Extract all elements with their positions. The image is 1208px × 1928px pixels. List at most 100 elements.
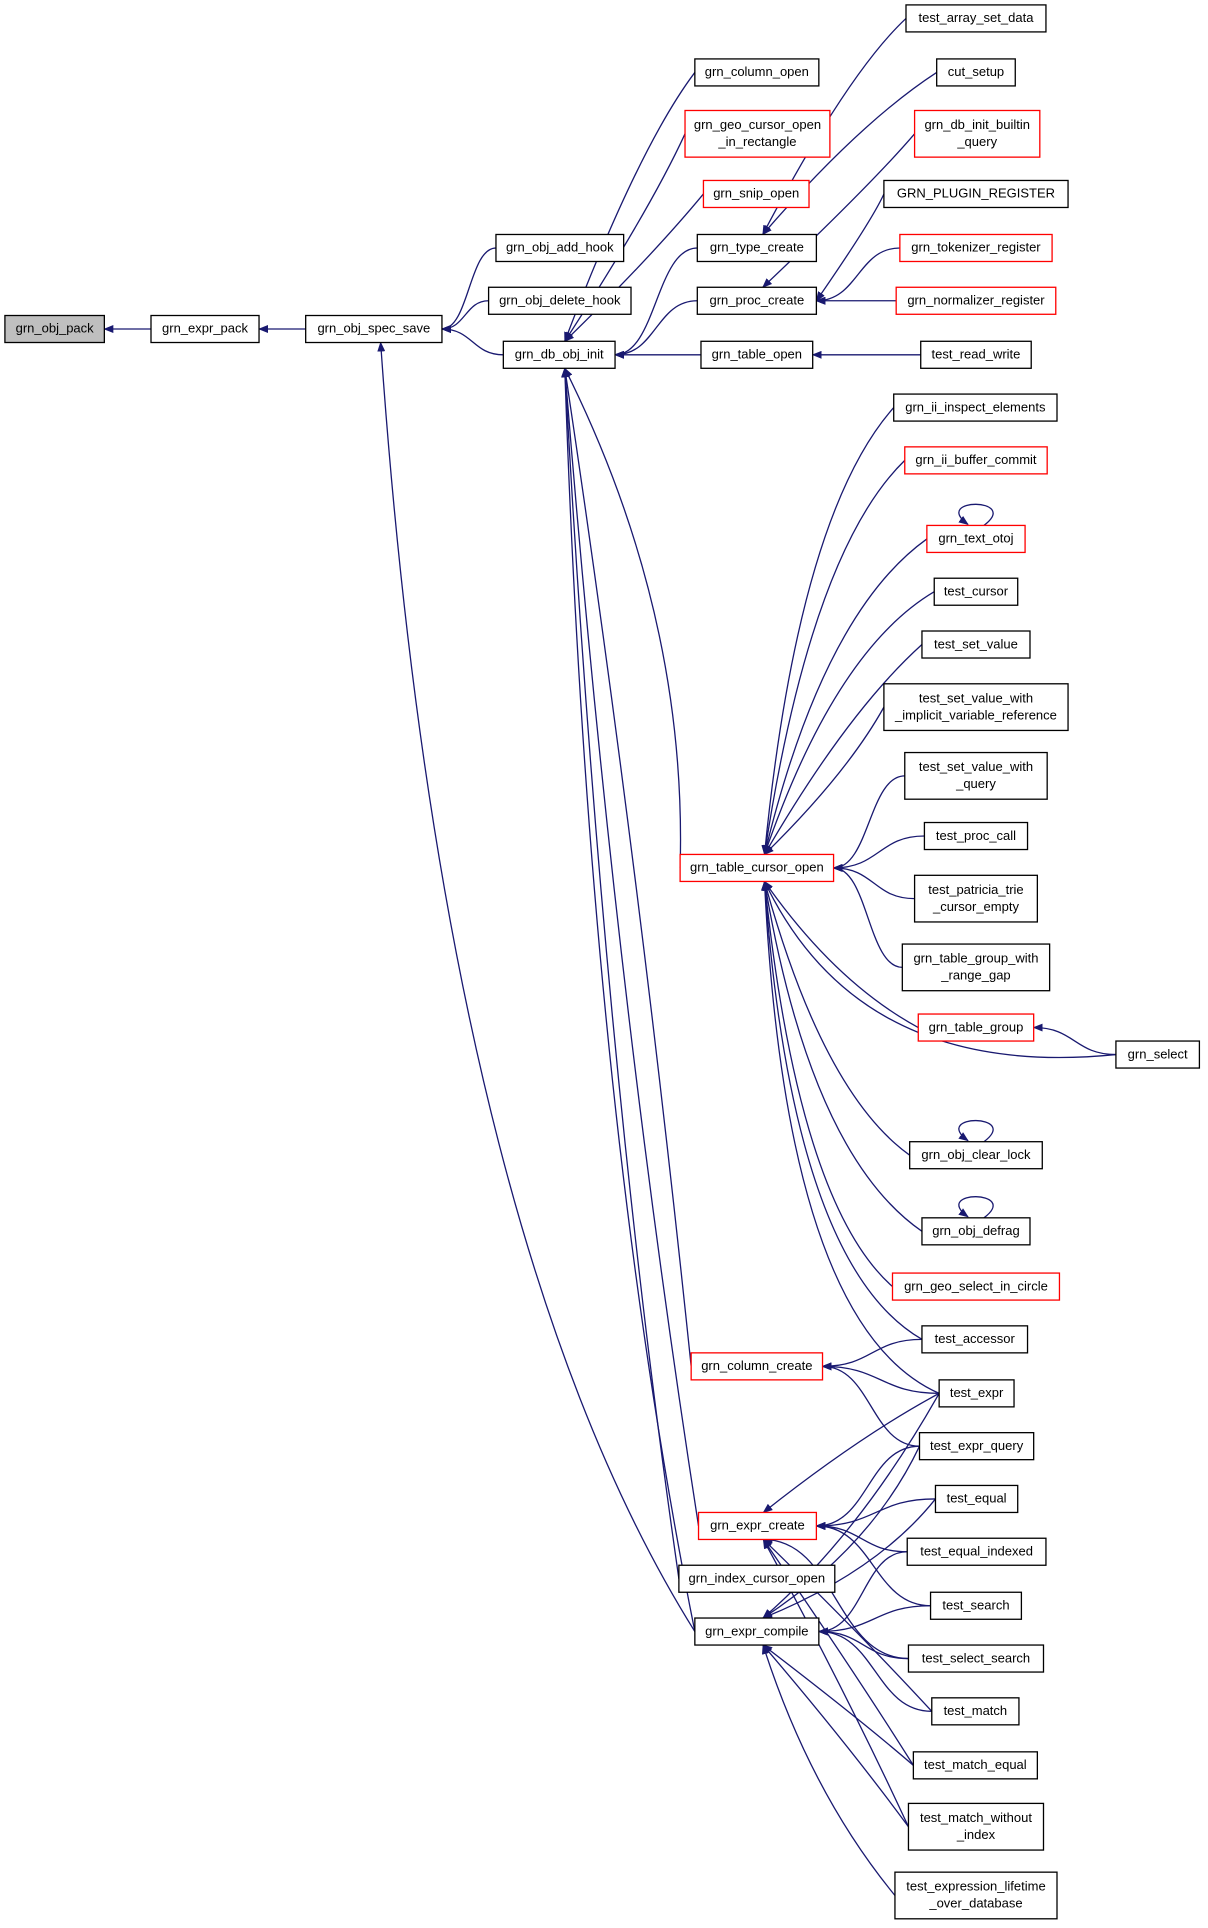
node-grn-obj-clear-lock[interactable]: grn_obj_clear_lock bbox=[909, 1141, 1043, 1170]
node-label: test_equal_indexed bbox=[920, 1543, 1033, 1558]
node-test-match[interactable]: test_match bbox=[931, 1697, 1020, 1726]
call-edge bbox=[761, 880, 923, 1340]
node-label: test_patricia_trie bbox=[928, 882, 1023, 897]
call-edge bbox=[762, 133, 916, 288]
node-box bbox=[4, 314, 105, 344]
node-box bbox=[700, 340, 814, 369]
node-box bbox=[936, 58, 1016, 87]
node-test-cursor[interactable]: test_cursor bbox=[933, 577, 1019, 606]
node-test-expr[interactable]: test_expr bbox=[938, 1379, 1015, 1408]
node-test-set-value-with-query[interactable]: test_set_value_with_query bbox=[904, 751, 1048, 800]
node-grn-normalizer-register[interactable]: grn_normalizer_register bbox=[895, 286, 1057, 315]
call-edge bbox=[762, 1644, 914, 1766]
node-box bbox=[495, 233, 625, 263]
call-edge bbox=[815, 247, 900, 305]
call-edge bbox=[614, 247, 698, 359]
node-label: grn_column_open bbox=[705, 64, 809, 79]
node-grn-obj-defrag[interactable]: grn_obj_defrag bbox=[921, 1217, 1031, 1246]
node-label: _query bbox=[955, 776, 996, 791]
node-test-match-without-index[interactable]: test_match_without _index bbox=[907, 1802, 1045, 1851]
node-grn-table-group-with[interactable]: grn_table_group_with_range_gap bbox=[901, 943, 1051, 992]
node-grn-snip-open[interactable]: grn_snip_open bbox=[702, 179, 810, 209]
node-label: test_search bbox=[942, 1597, 1009, 1612]
node-grn-column-create[interactable]: grn_column_create bbox=[690, 1352, 824, 1381]
node-test-equal[interactable]: test_equal bbox=[934, 1484, 1019, 1514]
call-edge bbox=[440, 247, 497, 333]
call-edge bbox=[763, 644, 923, 856]
node-box bbox=[906, 1537, 1047, 1566]
node-box bbox=[702, 179, 810, 209]
node-grn-proc-create[interactable]: grn_proc_create bbox=[696, 286, 818, 315]
call-edge bbox=[832, 835, 925, 872]
call-edge bbox=[763, 706, 885, 856]
call-edge bbox=[815, 1498, 936, 1530]
node-test-expression-lifetime[interactable]: test_expression_lifetime_over_database bbox=[894, 1871, 1058, 1920]
call-edge bbox=[762, 1393, 940, 1619]
node-test-proc-call[interactable]: test_proc_call bbox=[923, 821, 1029, 851]
node-grn-plugin-register[interactable]: GRN_PLUGIN_REGISTER bbox=[883, 179, 1069, 209]
node-grn-expr-pack[interactable]: grn_expr_pack bbox=[150, 314, 260, 344]
node-test-accessor[interactable]: test_accessor bbox=[921, 1325, 1029, 1354]
call-edge bbox=[762, 1538, 933, 1712]
node-grn-geo-select-in-circle[interactable]: grn_geo_select_in_circle bbox=[891, 1272, 1061, 1301]
node-label: grn_geo_cursor_open bbox=[694, 117, 821, 132]
call-edge bbox=[763, 880, 911, 1156]
node-label: grn_obj_defrag bbox=[932, 1223, 1019, 1238]
node-grn-tokenizer-register[interactable]: grn_tokenizer_register bbox=[899, 233, 1053, 263]
node-label: test_match_without bbox=[920, 1810, 1032, 1825]
node-grn-select[interactable]: grn_select bbox=[1115, 1040, 1201, 1069]
node-grn-obj-spec-save[interactable]: grn_obj_spec_save bbox=[305, 314, 443, 344]
node-grn-index-cursor-open[interactable]: grn_index_cursor_open bbox=[678, 1564, 836, 1593]
node-box bbox=[904, 751, 1048, 800]
node-grn-text-otoj[interactable]: grn_text_otoj bbox=[926, 524, 1026, 554]
node-test-set-value[interactable]: test_set_value bbox=[921, 630, 1031, 659]
node-test-patricia-trie[interactable]: test_patricia_trie_cursor_empty bbox=[913, 874, 1039, 923]
node-grn-geo-cursor-open[interactable]: grn_geo_cursor_open _in_rectangle bbox=[684, 109, 831, 158]
node-test-expr-query[interactable]: test_expr_query bbox=[918, 1432, 1035, 1461]
node-grn-ii-buffer-commit[interactable]: grn_ii_buffer_commit bbox=[904, 446, 1048, 475]
call-edge bbox=[817, 1605, 931, 1636]
call-edge bbox=[958, 503, 994, 526]
node-grn-table-cursor-open[interactable]: grn_table_cursor_open bbox=[679, 853, 835, 883]
node-grn-obj-delete-hook[interactable]: grn_obj_delete_hook bbox=[487, 286, 632, 315]
node-label: _index bbox=[956, 1827, 996, 1842]
node-grn-db-init-builtin-query[interactable]: grn_db_init_builtin_query bbox=[913, 109, 1041, 158]
call-edge bbox=[817, 1551, 908, 1636]
node-grn-table-open[interactable]: grn_table_open bbox=[700, 340, 814, 369]
node-label: _over_database bbox=[928, 1896, 1022, 1911]
node-label: test_set_value bbox=[934, 636, 1018, 651]
node-label: grn_ii_inspect_elements bbox=[905, 399, 1046, 414]
edge-layer bbox=[103, 17, 1116, 1896]
node-label: _query bbox=[956, 134, 997, 149]
node-grn-obj-pack[interactable]: grn_obj_pack bbox=[4, 314, 105, 344]
node-test-equal-indexed[interactable]: test_equal_indexed bbox=[906, 1537, 1047, 1566]
node-box bbox=[918, 1432, 1035, 1461]
node-test-set-value-with-implicit[interactable]: test_set_value_with_implicit_variable_re… bbox=[883, 683, 1069, 732]
node-box bbox=[696, 233, 818, 263]
node-grn-table-group[interactable]: grn_table_group bbox=[917, 1013, 1035, 1042]
call-edge bbox=[762, 1445, 921, 1619]
node-box bbox=[926, 524, 1026, 554]
call-edge bbox=[815, 1445, 920, 1530]
call-edge bbox=[760, 880, 940, 1394]
node-grn-type-create[interactable]: grn_type_create bbox=[696, 233, 818, 263]
node-grn-obj-add-hook[interactable]: grn_obj_add_hook bbox=[495, 233, 625, 263]
node-test-match-equal[interactable]: test_match_equal bbox=[912, 1751, 1039, 1780]
node-test-search[interactable]: test_search bbox=[929, 1591, 1023, 1620]
node-grn-db-obj-init[interactable]: grn_db_obj_init bbox=[502, 340, 616, 369]
node-grn-column-open[interactable]: grn_column_open bbox=[694, 58, 820, 87]
node-grn-ii-inspect-elements[interactable]: grn_ii_inspect_elements bbox=[893, 393, 1058, 422]
node-cut-setup[interactable]: cut_setup bbox=[936, 58, 1016, 87]
node-grn-expr-create[interactable]: grn_expr_create bbox=[697, 1511, 818, 1541]
node-grn-expr-compile[interactable]: grn_expr_compile bbox=[694, 1617, 820, 1646]
node-test-select-search[interactable]: test_select_search bbox=[907, 1644, 1045, 1673]
node-test-array-set-data[interactable]: test_array_set_data bbox=[905, 4, 1047, 33]
call-edge bbox=[1032, 1023, 1116, 1056]
node-box bbox=[905, 4, 1047, 33]
node-label: grn_table_group_with bbox=[913, 951, 1038, 966]
node-test-read-write[interactable]: test_read_write bbox=[920, 340, 1032, 369]
call-edge bbox=[958, 1196, 994, 1219]
node-label: _in_rectangle bbox=[717, 134, 796, 149]
node-label: grn_table_group bbox=[929, 1019, 1024, 1034]
